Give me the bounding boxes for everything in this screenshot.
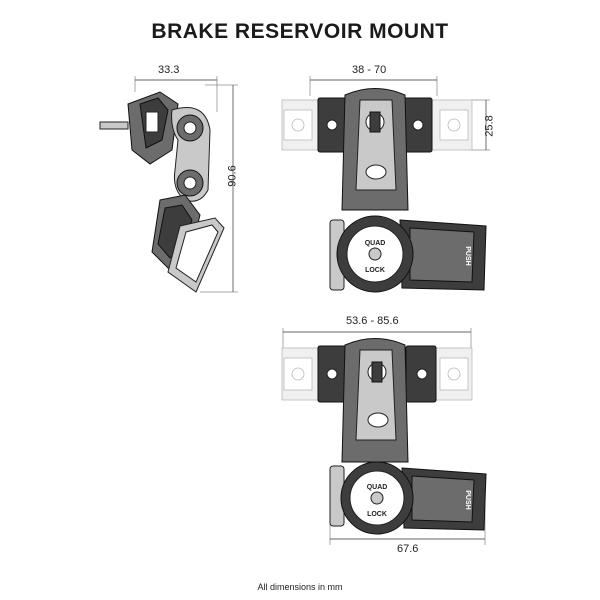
quad-lock-center [370, 491, 384, 505]
bolt-slot [371, 361, 383, 383]
stem-pin [99, 121, 129, 130]
ghost-bolt [291, 118, 305, 132]
ghost-bolt [447, 118, 461, 132]
ghost-bolt [291, 367, 305, 381]
dim-side-width: 33.3 [158, 64, 180, 76]
dim-top-clamp-range: 38 - 70 [352, 64, 387, 76]
lever-label: PUSH [464, 246, 471, 265]
dim-bottom-clamp-range: 53.6 - 85.6 [346, 315, 399, 327]
bolt-slot [369, 111, 381, 133]
lever-label: PUSH [464, 490, 471, 509]
logo-line1: QUAD [367, 484, 388, 491]
diagram-title: BRAKE RESERVOIR MOUNT [151, 20, 449, 43]
logo-line2: LOCK [365, 267, 385, 274]
dim-bottom-width: 67.6 [397, 543, 419, 555]
jaw-bolt [326, 119, 338, 131]
quad-lock-center [368, 247, 382, 261]
jaw-bolt [326, 368, 338, 380]
jaw-bolt [416, 368, 428, 380]
mount-plate-face [175, 224, 219, 283]
logo-line2: LOCK [367, 511, 387, 518]
pivot-bolt-cap [183, 121, 197, 135]
pivot-bolt-cap [183, 176, 197, 190]
lower-bolt [367, 412, 389, 428]
lower-bolt [365, 164, 387, 180]
side-view [99, 76, 238, 293]
logo-line1: QUAD [365, 240, 386, 247]
front-view-narrow: PUSH QUAD LOCK [281, 76, 490, 293]
jaw-bolt [412, 119, 424, 131]
units-note: All dimensions in mm [257, 582, 343, 592]
clamp-window [145, 111, 159, 133]
front-view-wide: PUSH QUAD LOCK [281, 328, 487, 545]
ghost-bolt [447, 367, 461, 381]
